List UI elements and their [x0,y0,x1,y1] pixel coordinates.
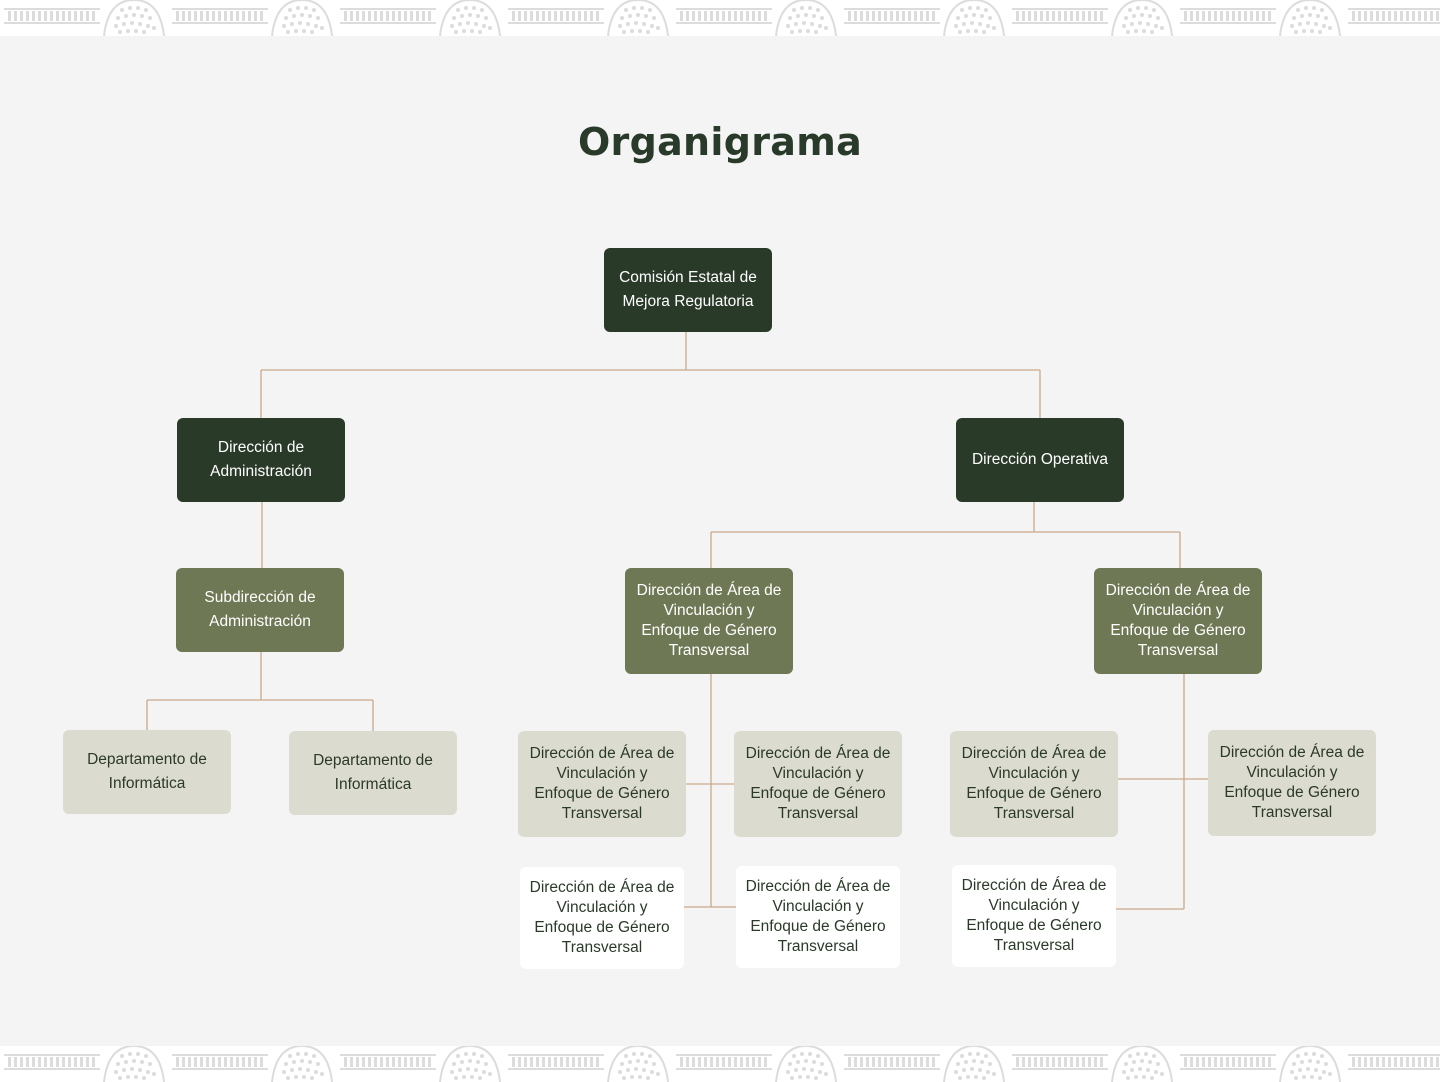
org-node-sub-left-4[interactable]: Dirección de Área de Vinculación y Enfoq… [736,866,900,968]
org-node-label: Dirección de Área de Vinculación y Enfoq… [636,582,782,659]
connector-area-right [1116,674,1208,910]
org-node-subdireccion-administracion[interactable]: Subdirección de Administración [176,568,344,652]
org-node-label: Departamento de Informática [313,752,433,793]
org-node-sub-right-2[interactable]: Dirección de Área de Vinculación y Enfoq… [1208,730,1376,836]
connector-area-left [684,674,736,908]
connector-sub-admin [146,652,374,731]
org-node-label: Dirección de Administración [210,439,312,480]
org-node-root[interactable]: Comisión Estatal de Mejora Regulatoria [604,248,772,332]
org-node-label: Dirección de Área de Vinculación y Enfoq… [1105,582,1251,659]
page-title: Organigrama [577,120,863,164]
org-node-sub-right-3[interactable]: Dirección de Área de Vinculación y Enfoq… [952,865,1116,967]
org-node-label: Dirección de Área de Vinculación y Enfoq… [961,877,1107,954]
org-node-sub-left-1[interactable]: Dirección de Área de Vinculación y Enfoq… [518,731,686,837]
connector-root [260,332,1041,418]
org-node-sub-right-1[interactable]: Dirección de Área de Vinculación y Enfoq… [950,731,1118,837]
org-node-label: Dirección de Área de Vinculación y Enfoq… [961,745,1107,822]
org-node-departamento-informatica-2[interactable]: Departamento de Informática [289,731,457,815]
org-node-direccion-administracion[interactable]: Dirección de Administración [177,418,345,502]
org-node-label: Departamento de Informática [87,751,207,792]
org-node-label: Dirección de Área de Vinculación y Enfoq… [529,745,675,822]
org-node-sub-left-2[interactable]: Dirección de Área de Vinculación y Enfoq… [734,731,902,837]
org-node-area-vinculacion-right[interactable]: Dirección de Área de Vinculación y Enfoq… [1094,568,1262,674]
decorative-top-border [0,0,1440,36]
org-node-label: Dirección de Área de Vinculación y Enfoq… [745,878,891,955]
org-node-area-vinculacion-left[interactable]: Dirección de Área de Vinculación y Enfoq… [625,568,793,674]
ornament-pattern-icon [0,1046,1440,1082]
connector-operativa [710,502,1181,568]
org-node-direccion-operativa[interactable]: Dirección Operativa [956,418,1124,502]
org-node-label: Dirección de Área de Vinculación y Enfoq… [1219,744,1365,821]
org-node-departamento-informatica-1[interactable]: Departamento de Informática [63,730,231,814]
org-node-sub-left-3[interactable]: Dirección de Área de Vinculación y Enfoq… [520,867,684,969]
ornament-pattern-icon [0,0,1440,36]
org-node-label: Subdirección de Administración [204,589,316,630]
org-node-label: Dirección de Área de Vinculación y Enfoq… [745,745,891,822]
decorative-bottom-border [0,1046,1440,1082]
org-node-label: Dirección Operativa [971,451,1109,468]
org-node-label: Dirección de Área de Vinculación y Enfoq… [529,879,675,956]
org-node-label: Comisión Estatal de Mejora Regulatoria [619,269,757,310]
